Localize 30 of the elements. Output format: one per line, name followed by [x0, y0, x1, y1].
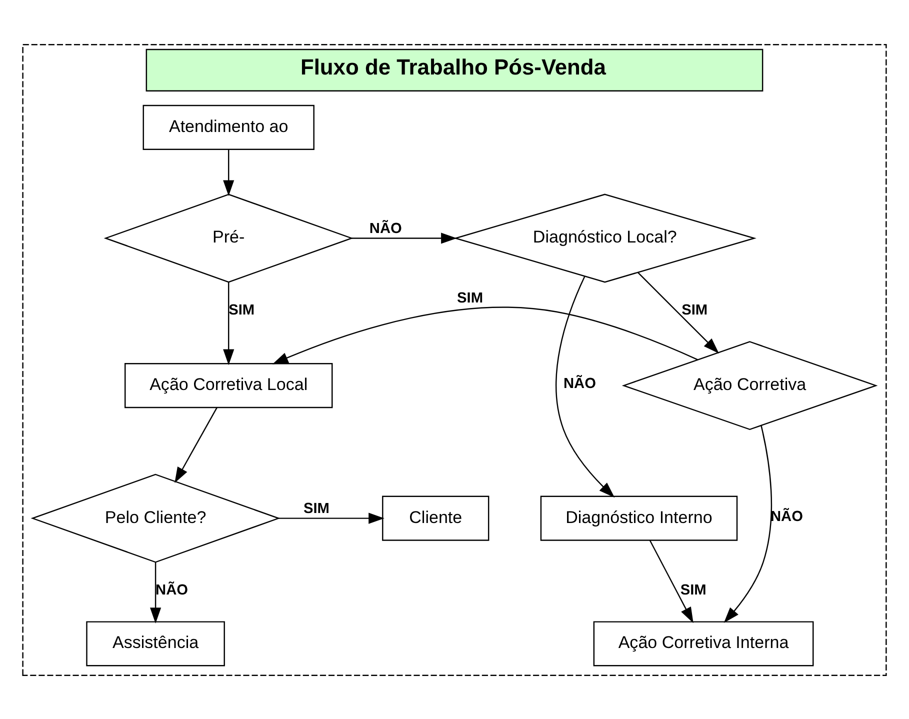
node-box: Assistência	[86, 620, 225, 666]
node-diamond: Pelo Cliente?	[30, 473, 280, 562]
arrow	[638, 272, 719, 354]
node-box: Ação Corretiva Local	[124, 362, 333, 408]
arrow	[352, 232, 457, 244]
edge-label: SIM	[680, 582, 706, 598]
edge-label: SIM	[303, 500, 330, 516]
edge-label: SIM	[457, 290, 484, 306]
edge-label: NÃO	[770, 508, 803, 524]
arrow	[272, 306, 698, 364]
edge-label: SIM	[682, 302, 708, 318]
arrow	[223, 149, 234, 196]
arrow	[649, 540, 694, 623]
arrow	[223, 282, 234, 365]
node-diamond: Diagnóstico Local?	[453, 193, 756, 282]
arrow	[556, 276, 615, 498]
node-box: Ação Corretiva Interna	[593, 620, 814, 666]
node-diamond: Pré-	[104, 193, 354, 282]
node-diamond: Ação Corretiva	[622, 340, 878, 430]
node-box: Diagnóstico Interno	[540, 495, 738, 540]
edge-label: SIM	[228, 302, 255, 318]
edge-label: NÃO	[369, 220, 402, 236]
arrow	[278, 512, 384, 524]
arrow	[724, 424, 772, 622]
arrow	[174, 406, 218, 483]
edge-label: NÃO	[156, 582, 188, 598]
arrow	[150, 562, 162, 623]
node-box: Cliente	[382, 495, 490, 540]
edge-label: NÃO	[563, 376, 596, 392]
node-box: Atendimento ao	[142, 104, 314, 150]
